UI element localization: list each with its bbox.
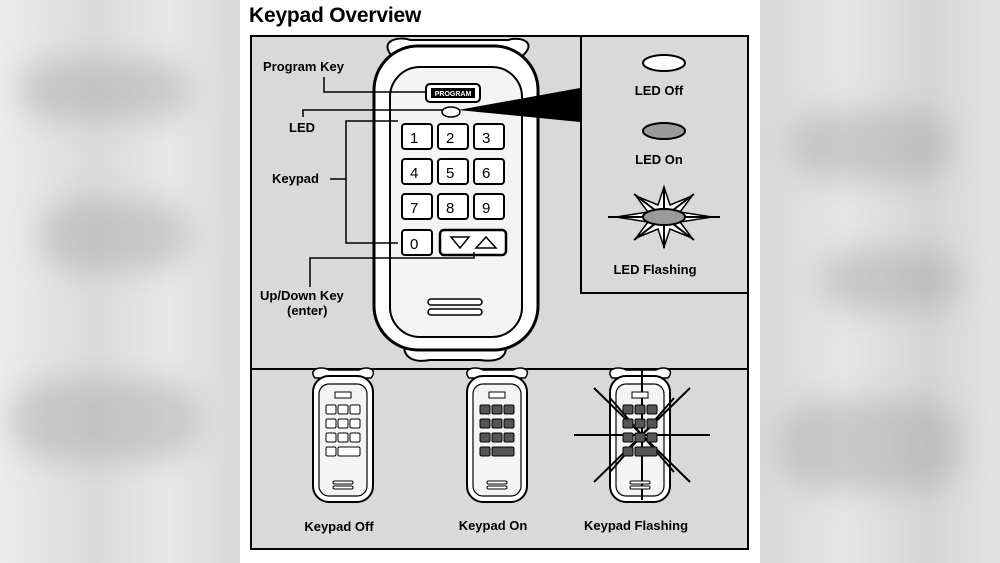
speaker-grille-slot-2 [427,308,483,316]
mini-key [337,418,349,429]
mini-key [634,446,658,457]
blurred-background-right [760,0,1000,563]
keypad-on-label: Keypad On [459,518,528,533]
speaker-grille-slot-1 [427,298,483,306]
key-9[interactable] [473,193,505,220]
mini-key [479,446,491,457]
key-6[interactable] [473,158,505,185]
up-down-key-leader [309,252,475,287]
keypad-flashing-label: Keypad Flashing [584,518,688,533]
mini-key [491,404,503,415]
led-states-panel [580,35,749,294]
key-7-label: 7 [410,200,418,217]
led-flashing-icon [608,184,720,250]
up-down-key-callout-line2: (enter) [287,303,327,318]
program-key-label: PROGRAM [435,91,472,98]
mini-key [349,432,361,443]
mini-key [646,404,658,415]
mini-key [337,404,349,415]
mini-key [634,432,646,443]
mini-key [646,432,658,443]
key-3-label: 3 [482,130,490,147]
key-8-label: 8 [446,200,454,217]
mini-key [503,432,515,443]
key-0[interactable] [401,229,433,256]
keypad-on-illustration [466,367,529,503]
program-key-callout: Program Key [263,59,345,74]
mini-key [337,432,349,443]
mini-key [325,404,337,415]
mini-key [337,446,361,457]
key-1-label: 1 [410,130,418,147]
mini-key [646,418,658,429]
mini-key [479,404,491,415]
keypad-off-illustration [312,367,375,503]
mini-key [622,446,634,457]
mini-key [479,418,491,429]
mini-key [479,432,491,443]
mini-key [491,446,515,457]
mini-key [491,432,503,443]
mini-key [349,404,361,415]
key-9-label: 9 [482,200,490,217]
key-6-label: 6 [482,165,490,182]
mini-key [325,418,337,429]
led-leader [302,109,442,117]
blurred-background-left [0,0,240,563]
led-flashing-label: LED Flashing [613,262,696,277]
led-callout: LED [289,120,315,135]
led-off-label: LED Off [635,83,684,98]
mini-key [349,418,361,429]
mini-key [622,418,634,429]
key-2[interactable] [437,123,469,150]
mini-key [503,404,515,415]
keypad-off-label: Keypad Off [304,519,374,534]
key-2-label: 2 [446,130,454,147]
mini-key [622,404,634,415]
led-on-icon [642,122,686,140]
keypad-callout: Keypad [272,171,319,186]
keypad-bracket [345,120,398,244]
key-8[interactable] [437,193,469,220]
keypad-illustration: PROGRAM 1 2 3 4 5 6 7 8 9 0 [372,37,580,362]
mini-key [325,446,337,457]
key-7[interactable] [401,193,433,220]
mini-key [634,404,646,415]
mini-key [491,418,503,429]
program-key-leader [323,77,426,93]
mini-key [325,432,337,443]
down-arrow-icon [449,236,471,250]
mini-key [622,432,634,443]
key-5[interactable] [437,158,469,185]
keypad-flashing-illustration [574,367,710,503]
led-magnifier-wedge [458,88,580,122]
mini-key [634,418,646,429]
key-4-label: 4 [410,165,418,182]
page-title: Keypad Overview [249,4,422,27]
key-5-label: 5 [446,165,454,182]
led-indicator [441,106,461,118]
key-4[interactable] [401,158,433,185]
key-3[interactable] [473,123,505,150]
up-arrow-icon [474,235,498,249]
led-off-icon [642,54,686,72]
up-down-key[interactable] [438,228,508,257]
key-1[interactable] [401,123,433,150]
key-0-label: 0 [410,236,418,253]
mini-key [503,418,515,429]
led-on-label: LED On [635,152,683,167]
program-key-face [431,88,475,98]
up-down-key-callout-line1: Up/Down Key [260,288,345,303]
